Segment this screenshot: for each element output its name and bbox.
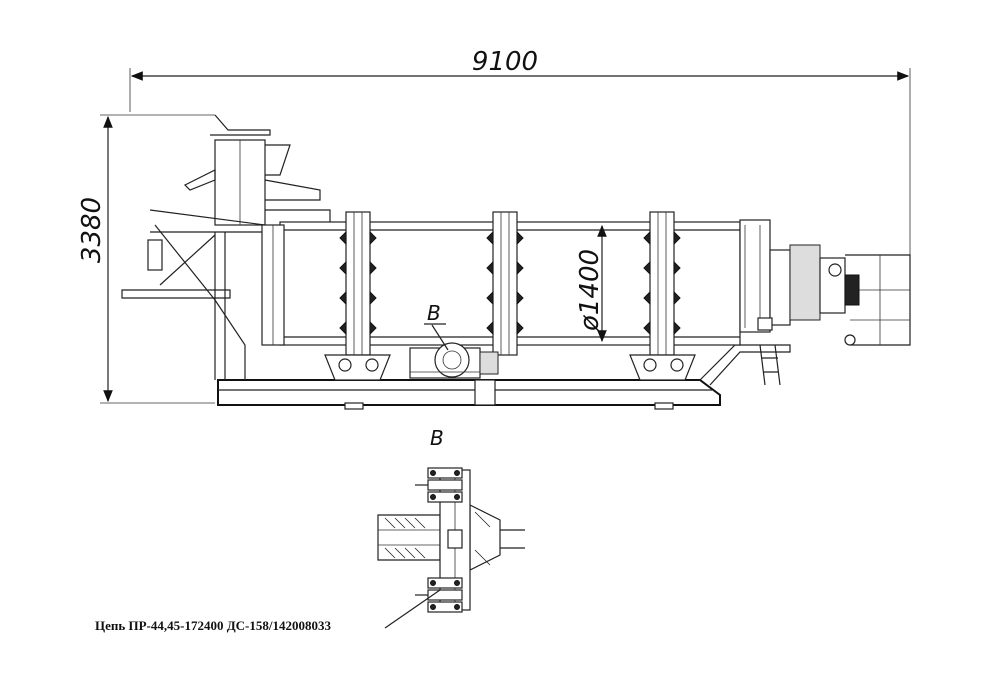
chain-top [415, 467, 463, 503]
length-value: 9100 [472, 47, 538, 77]
base-frame [217, 344, 791, 410]
loading-hopper [121, 114, 331, 380]
chain-caption: Цепь ПР-44,45-172400 ДС-158/142008033 [95, 618, 331, 633]
view-b-callout: B [424, 301, 449, 351]
burner-unit [757, 244, 911, 386]
height-value: 3380 [77, 197, 107, 263]
drive-unit [409, 342, 499, 379]
tyre-rings [339, 211, 681, 356]
height-dimension: 3380 [77, 114, 215, 404]
length-dimension: 9100 [129, 47, 911, 255]
detail-b-title: B [430, 426, 444, 450]
diameter-dimension: ø1400 [575, 224, 607, 343]
chain-bottom [415, 577, 463, 613]
view-b-label: B [427, 301, 441, 325]
diameter-value: ø1400 [575, 249, 605, 332]
dryer-side-view: B ø1400 [121, 114, 911, 410]
detail-view-b: B [377, 426, 525, 629]
roller-supports [324, 354, 696, 381]
